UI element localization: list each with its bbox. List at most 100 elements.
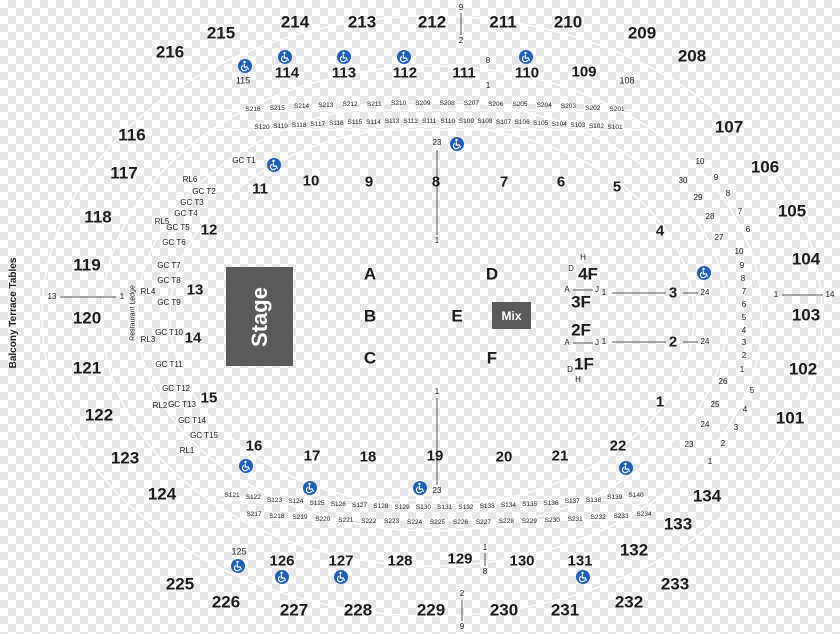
suite-label[interactable]: S215: [269, 104, 285, 112]
suite-label[interactable]: S230: [544, 516, 560, 524]
suite-label[interactable]: S110: [440, 117, 456, 125]
section-label[interactable]: 5: [612, 178, 622, 196]
suite-label[interactable]: S135: [522, 501, 538, 509]
suite-label[interactable]: S102: [588, 122, 604, 130]
suite-label[interactable]: S229: [521, 517, 537, 525]
floor-section-label[interactable]: E: [451, 306, 463, 326]
suite-label[interactable]: S233: [613, 512, 629, 520]
floor-section-label[interactable]: A: [363, 264, 377, 284]
wheelchair-icon[interactable]: [337, 50, 351, 64]
suite-label[interactable]: S113: [384, 118, 400, 126]
section-label[interactable]: 3: [668, 284, 678, 302]
section-label[interactable]: 232: [614, 592, 644, 612]
section-label[interactable]: 112: [392, 64, 418, 82]
suite-label[interactable]: S101: [607, 123, 623, 131]
section-label[interactable]: 20: [495, 448, 513, 466]
section-label[interactable]: 10: [302, 172, 320, 190]
suite-label[interactable]: S234: [636, 510, 652, 518]
suite-label[interactable]: S123: [266, 496, 283, 504]
section-label[interactable]: 109: [571, 63, 597, 81]
section-label[interactable]: 108: [619, 75, 635, 86]
suite-label[interactable]: S139: [607, 494, 623, 502]
suite-label[interactable]: S204: [536, 101, 552, 109]
suite-label[interactable]: S129: [394, 503, 410, 511]
suite-label[interactable]: S232: [590, 514, 606, 522]
suite-label[interactable]: S133: [479, 502, 495, 510]
section-label[interactable]: 231: [550, 600, 580, 620]
suite-label[interactable]: S134: [500, 502, 516, 510]
wheelchair-icon[interactable]: [576, 570, 590, 584]
suite-label[interactable]: S132: [458, 503, 474, 511]
section-label[interactable]: 127: [328, 552, 354, 570]
section-label[interactable]: 210: [553, 12, 583, 32]
suite-label[interactable]: S222: [361, 517, 377, 525]
suite-label[interactable]: S205: [512, 101, 528, 109]
suite-label[interactable]: S217: [246, 510, 262, 518]
suite-label[interactable]: S130: [415, 503, 431, 511]
section-label[interactable]: 4: [655, 222, 665, 240]
suite-label[interactable]: S118: [291, 121, 307, 129]
suite-label[interactable]: S203: [560, 102, 577, 110]
section-label[interactable]: 118: [84, 207, 112, 227]
suite-label[interactable]: S227: [475, 518, 491, 526]
suite-label[interactable]: S220: [315, 515, 331, 523]
wheelchair-icon[interactable]: [519, 50, 533, 64]
suite-label[interactable]: S208: [439, 99, 455, 107]
section-label[interactable]: 208: [677, 46, 707, 66]
section-label[interactable]: 121: [72, 358, 102, 378]
suite-label[interactable]: S105: [533, 119, 549, 127]
suite-label[interactable]: S136: [543, 499, 559, 507]
section-label[interactable]: 233: [660, 574, 690, 594]
floor-section-label[interactable]: 3F: [571, 292, 591, 312]
suite-label[interactable]: S212: [342, 101, 358, 109]
suite-label[interactable]: S201: [609, 105, 625, 113]
suite-label[interactable]: S128: [373, 502, 389, 510]
section-label[interactable]: 13: [186, 281, 204, 299]
suite-label[interactable]: S103: [570, 121, 586, 129]
section-label[interactable]: 105: [777, 201, 807, 221]
suite-label[interactable]: S127: [351, 502, 368, 510]
section-label[interactable]: 133: [663, 514, 693, 534]
section-label[interactable]: 211: [489, 12, 517, 32]
section-label[interactable]: 21: [551, 447, 569, 465]
section-label[interactable]: 215: [206, 23, 236, 43]
floor-section-label[interactable]: F: [486, 348, 498, 368]
suite-label[interactable]: S224: [406, 518, 423, 526]
suite-label[interactable]: S104: [551, 120, 567, 128]
section-label[interactable]: 2: [668, 333, 678, 351]
section-label[interactable]: 15: [200, 389, 218, 407]
suite-label[interactable]: S106: [514, 119, 530, 127]
suite-label[interactable]: S226: [452, 518, 469, 526]
suite-label[interactable]: S140: [628, 491, 644, 499]
wheelchair-icon[interactable]: [303, 481, 317, 495]
floor-section-label[interactable]: B: [363, 306, 377, 326]
section-label[interactable]: 106: [750, 157, 780, 177]
suite-label[interactable]: S112: [403, 117, 418, 125]
section-label[interactable]: 113: [331, 64, 357, 82]
section-label[interactable]: 129: [447, 550, 473, 568]
wheelchair-icon[interactable]: [278, 50, 292, 64]
wheelchair-icon[interactable]: [231, 559, 245, 573]
section-label[interactable]: 101: [775, 408, 805, 428]
section-label[interactable]: 134: [692, 486, 722, 506]
suite-label[interactable]: S223: [384, 518, 400, 526]
floor-section-label[interactable]: 2F: [571, 320, 591, 340]
floor-section-label[interactable]: 4F: [578, 264, 598, 284]
section-label[interactable]: 125: [231, 546, 247, 557]
wheelchair-icon[interactable]: [450, 137, 464, 151]
section-label[interactable]: 107: [714, 117, 744, 137]
suite-label[interactable]: S121: [224, 491, 240, 499]
section-label[interactable]: 11: [252, 180, 268, 198]
section-label[interactable]: 132: [619, 540, 649, 560]
suite-label[interactable]: S115: [347, 119, 363, 127]
section-label[interactable]: 115: [235, 75, 251, 86]
suite-label[interactable]: S225: [429, 518, 446, 526]
section-label[interactable]: 122: [84, 405, 114, 425]
wheelchair-icon[interactable]: [397, 50, 411, 64]
floor-section-label[interactable]: C: [363, 348, 377, 368]
suite-label[interactable]: S109: [458, 117, 474, 125]
suite-label[interactable]: S122: [245, 494, 261, 502]
section-label[interactable]: 216: [155, 42, 185, 62]
suite-label[interactable]: S107: [495, 118, 512, 126]
suite-label[interactable]: S131: [437, 503, 453, 511]
